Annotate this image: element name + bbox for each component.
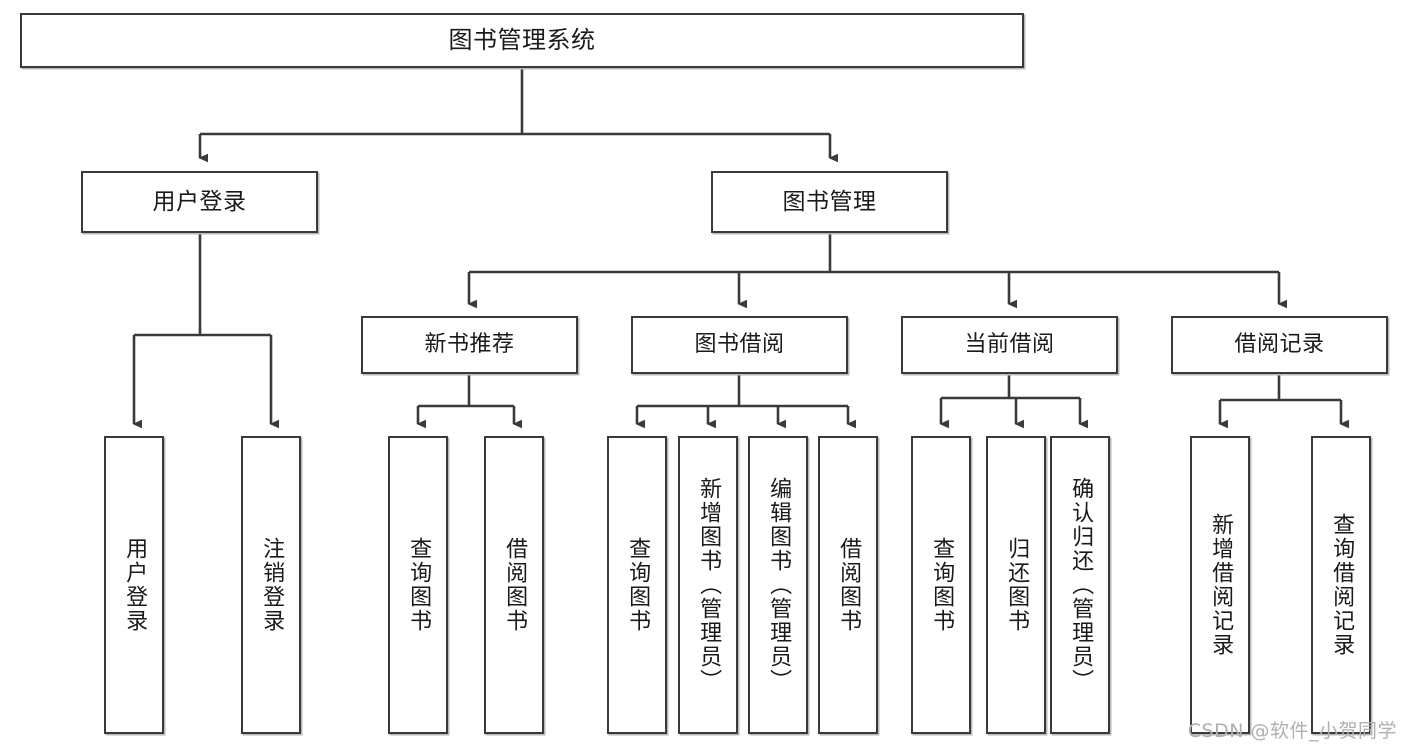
node-current-borrow[interactable]: 当前借阅 — [901, 316, 1118, 374]
leaf-query-book-rec-label: 查询图书 — [406, 537, 432, 633]
leaf-confirm-return-admin[interactable]: 确认归还（管理员） — [1050, 436, 1110, 734]
leaf-user-login[interactable]: 用户登录 — [104, 436, 164, 734]
leaf-query-book-current-label: 查询图书 — [929, 537, 955, 633]
leaf-edit-book-admin[interactable]: 编辑图书（管理员） — [748, 436, 808, 734]
leaf-edit-book-admin-label: 编辑图书（管理员） — [766, 477, 792, 693]
node-book-borrow-label: 图书借阅 — [694, 332, 785, 358]
leaf-add-borrow-record[interactable]: 新增借阅记录 — [1190, 436, 1250, 734]
node-root[interactable]: 图书管理系统 — [20, 13, 1024, 68]
leaf-query-book-borrow[interactable]: 查询图书 — [607, 436, 667, 734]
leaf-add-book-admin-label: 新增图书（管理员） — [696, 477, 722, 693]
leaf-add-borrow-record-label: 新增借阅记录 — [1208, 513, 1234, 657]
leaf-query-book-borrow-label: 查询图书 — [625, 537, 651, 633]
leaf-return-book[interactable]: 归还图书 — [986, 436, 1046, 734]
leaf-return-book-label: 归还图书 — [1004, 537, 1030, 633]
leaf-confirm-return-admin-label: 确认归还（管理员） — [1068, 477, 1094, 693]
leaf-user-login-label: 用户登录 — [122, 537, 148, 633]
leaf-query-borrow-record[interactable]: 查询借阅记录 — [1311, 436, 1371, 734]
leaf-query-book-current[interactable]: 查询图书 — [911, 436, 971, 734]
leaf-borrow-book-label: 借阅图书 — [836, 537, 862, 633]
leaf-logout-label: 注销登录 — [259, 537, 285, 633]
node-book-management[interactable]: 图书管理 — [711, 171, 948, 233]
node-new-book-recommend[interactable]: 新书推荐 — [361, 316, 578, 374]
node-book-management-label: 图书管理 — [782, 188, 877, 215]
node-user-login[interactable]: 用户登录 — [81, 171, 318, 233]
leaf-borrow-book[interactable]: 借阅图书 — [818, 436, 878, 734]
leaf-query-borrow-record-label: 查询借阅记录 — [1329, 513, 1355, 657]
node-root-label: 图书管理系统 — [448, 25, 596, 54]
node-user-login-label: 用户登录 — [152, 188, 247, 215]
node-current-borrow-label: 当前借阅 — [964, 332, 1055, 358]
leaf-logout[interactable]: 注销登录 — [241, 436, 301, 734]
leaf-borrow-book-rec[interactable]: 借阅图书 — [484, 436, 544, 734]
leaf-borrow-book-rec-label: 借阅图书 — [502, 537, 528, 633]
leaf-query-book-rec[interactable]: 查询图书 — [388, 436, 448, 734]
leaf-add-book-admin[interactable]: 新增图书（管理员） — [678, 436, 738, 734]
node-book-borrow[interactable]: 图书借阅 — [631, 316, 848, 374]
node-new-book-recommend-label: 新书推荐 — [424, 332, 515, 358]
node-borrow-record-label: 借阅记录 — [1234, 332, 1325, 358]
node-borrow-record[interactable]: 借阅记录 — [1171, 316, 1388, 374]
